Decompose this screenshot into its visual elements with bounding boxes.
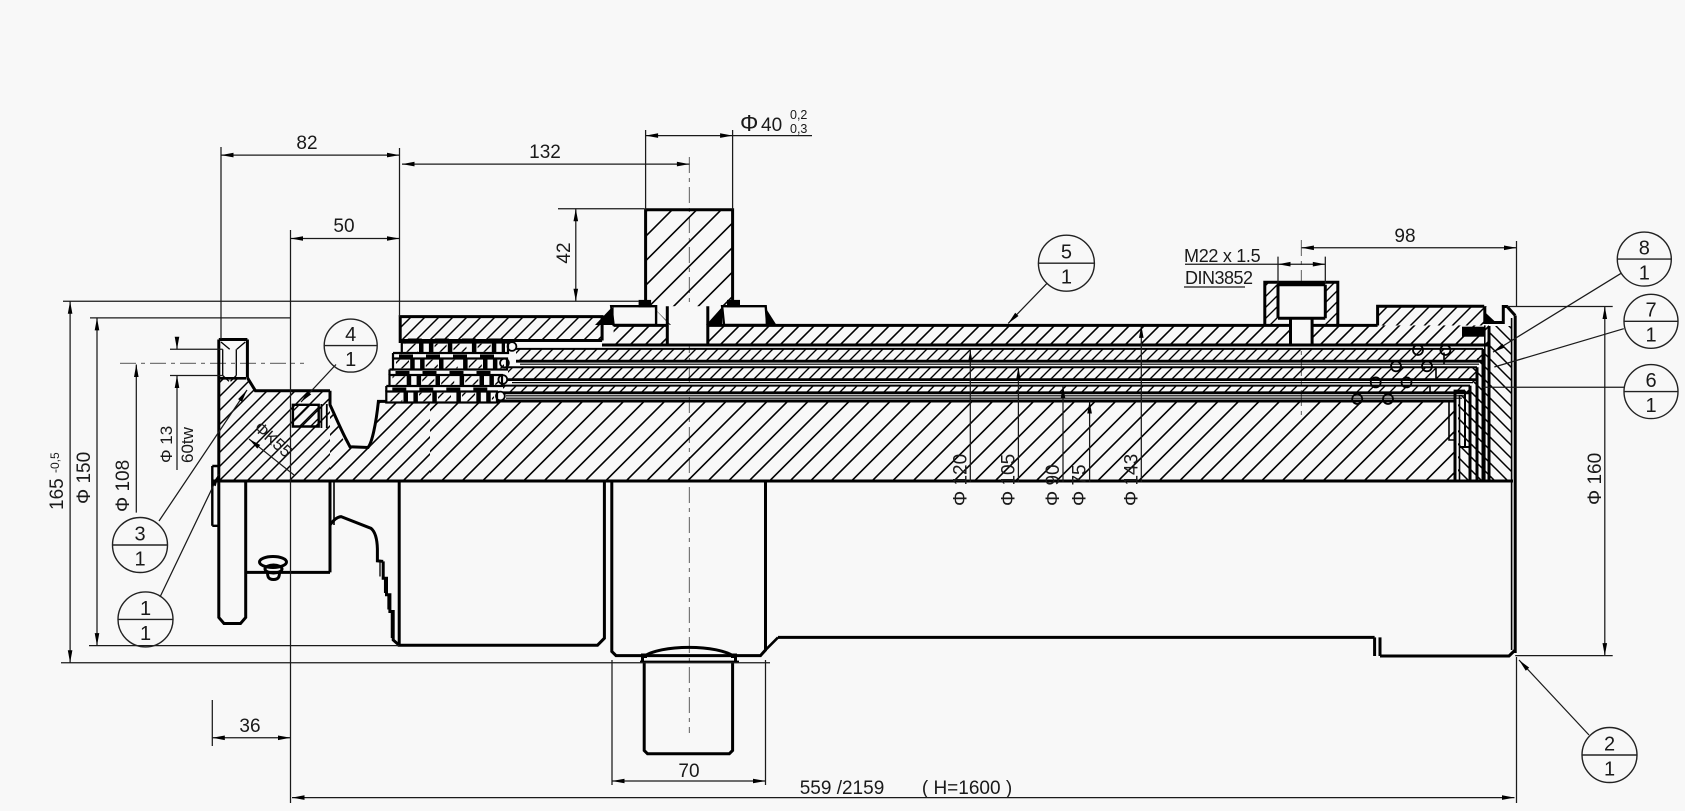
svg-text:( H=1600 ): ( H=1600 ) [922,778,1012,799]
svg-text:1: 1 [1604,758,1615,780]
svg-text:4: 4 [345,324,356,346]
svg-text:1: 1 [140,598,151,620]
svg-text:1: 1 [1645,325,1656,347]
svg-text:98: 98 [1394,226,1415,247]
svg-text:Φ 120: Φ 120 [951,454,972,506]
svg-text:Φ 13: Φ 13 [157,426,176,463]
svg-text:Φ 108: Φ 108 [113,460,134,512]
svg-text:60tw: 60tw [178,426,197,463]
svg-text:6: 6 [1645,370,1656,392]
svg-text:82: 82 [296,133,317,154]
svg-text:1: 1 [1061,267,1072,289]
svg-text:40: 40 [761,115,782,136]
svg-text:1: 1 [1639,263,1650,285]
svg-text:559 /2159: 559 /2159 [800,778,885,799]
svg-text:1: 1 [140,623,151,645]
svg-text:Φ 90: Φ 90 [1043,464,1064,506]
svg-text:Φ 105: Φ 105 [999,454,1020,506]
svg-text:Φ 75: Φ 75 [1070,464,1091,506]
svg-text:Φ 160: Φ 160 [1585,453,1606,505]
svg-text:1: 1 [1645,395,1656,417]
svg-text:42: 42 [554,242,575,263]
svg-text:M22 x 1.5: M22 x 1.5 [1184,246,1261,266]
svg-text:50: 50 [333,216,354,237]
svg-text:1: 1 [134,548,145,570]
svg-text:132: 132 [529,142,561,163]
svg-text:Φ 150: Φ 150 [74,452,95,504]
svg-text:0,3: 0,3 [790,122,807,136]
svg-text:36: 36 [239,716,260,737]
svg-text:Φ: Φ [740,110,758,136]
svg-text:Φ 143: Φ 143 [1121,454,1142,506]
svg-text:70: 70 [678,761,699,782]
svg-text:0,2: 0,2 [790,108,807,122]
svg-text:2: 2 [1604,733,1615,755]
svg-text:8: 8 [1639,238,1650,260]
svg-text:DIN3852: DIN3852 [1185,268,1253,288]
svg-text:1: 1 [345,349,356,371]
svg-text:3: 3 [134,523,145,545]
svg-text:5: 5 [1061,242,1072,264]
svg-text:7: 7 [1645,300,1656,322]
